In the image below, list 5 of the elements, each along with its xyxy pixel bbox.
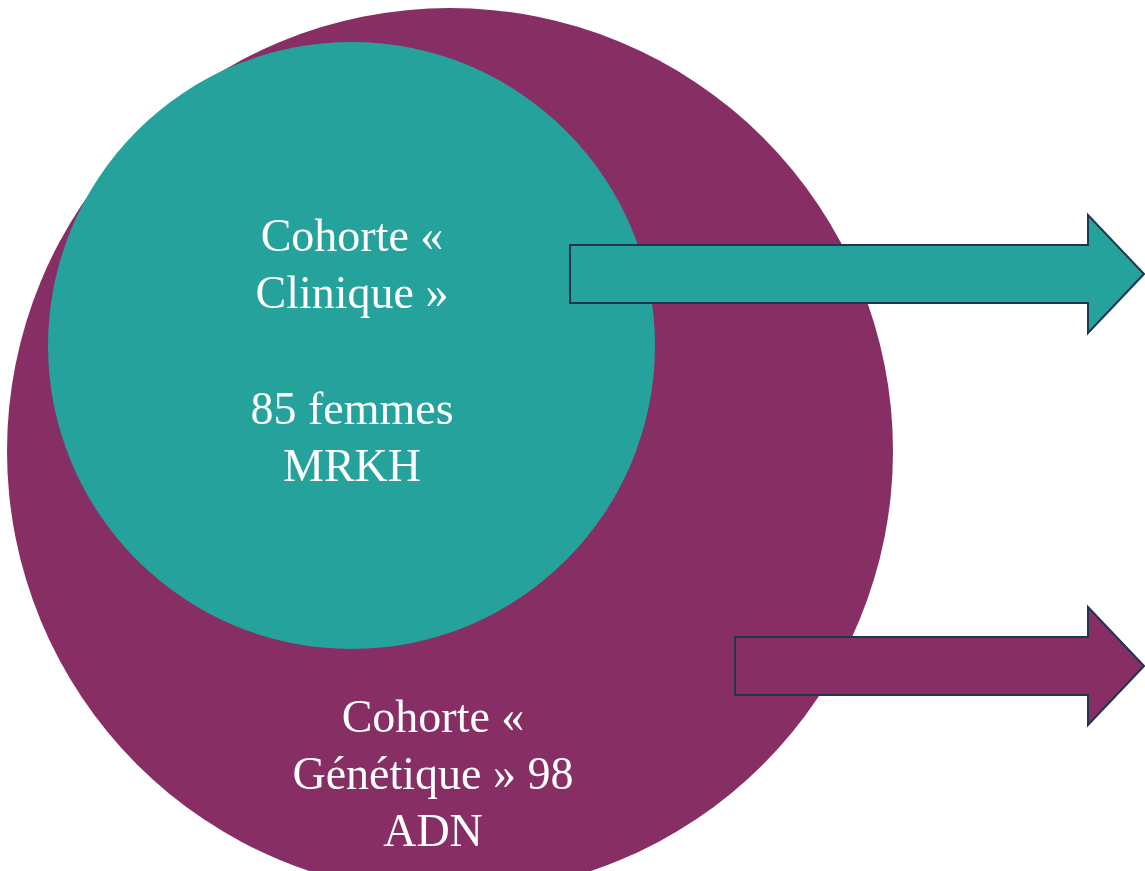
block-arrow: [569, 212, 1145, 336]
cohort-label: Cohorte « Clinique »: [254, 209, 450, 320]
cohort-label: 85 femmes MRKH: [249, 382, 455, 493]
block-arrow: [734, 604, 1145, 728]
cohort-label: Cohorte « Génétique » 98 ADN: [291, 690, 575, 858]
